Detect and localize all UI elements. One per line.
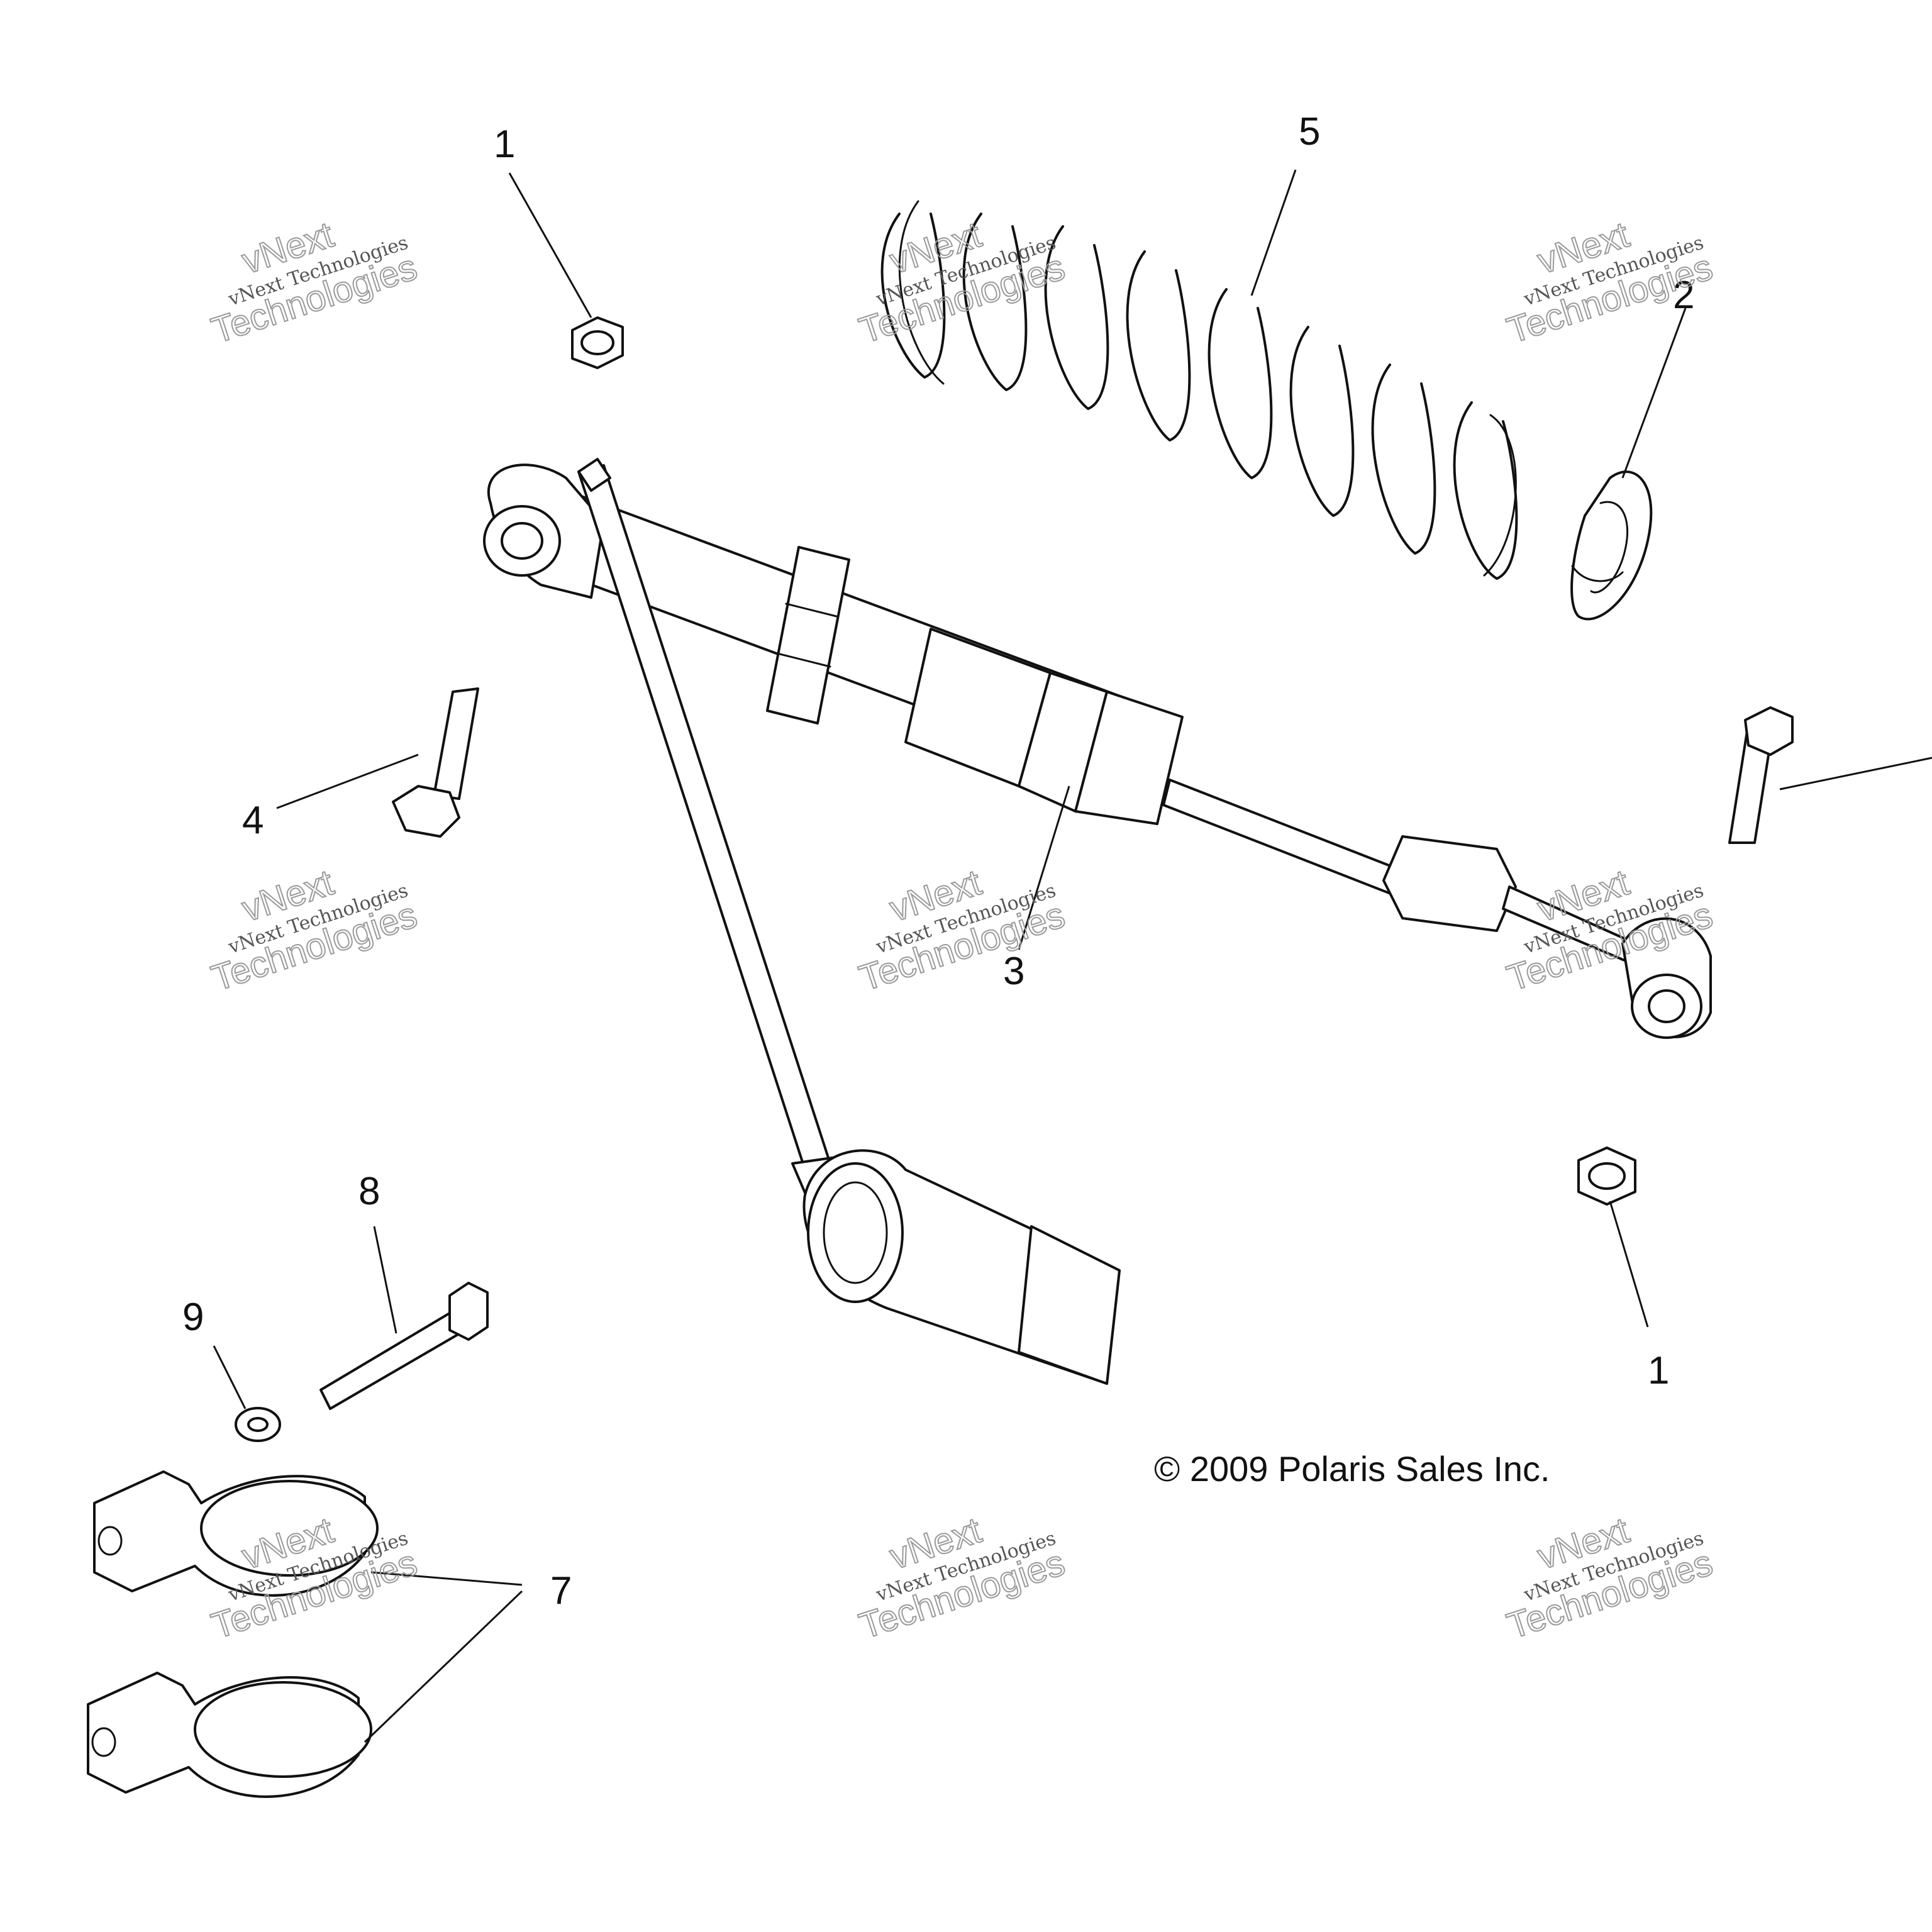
- mounting-bolt-left: [392, 687, 479, 838]
- watermark: vNext vNext Technologies Technologies: [206, 213, 423, 352]
- watermark: vNext vNext Technologies Technologies: [1502, 1509, 1718, 1647]
- callout-5: 5: [1299, 110, 1320, 153]
- hose-clamp-lower: [87, 1672, 372, 1798]
- watermark: vNext vNext Technologies Technologies: [1502, 213, 1718, 352]
- callout-labels: 1 5 2 4 3 8 9 1 7: [182, 110, 1694, 1613]
- lock-nut-top: [571, 316, 624, 369]
- callout-1-bottom: 1: [1648, 1349, 1669, 1392]
- copyright-notice: © 2009 Polaris Sales Inc.: [1154, 1449, 1550, 1489]
- long-bolt: [319, 1282, 489, 1410]
- coil-spring: [880, 200, 1518, 580]
- callout-2: 2: [1673, 274, 1694, 317]
- watermark: vNext vNext Technologies Technologies: [854, 861, 1070, 999]
- lower-eyelet: [1621, 917, 1712, 1039]
- remote-reservoir: [577, 458, 1121, 1385]
- shock-absorber: [483, 464, 1712, 1039]
- callout-7: 7: [550, 1569, 572, 1613]
- upper-eyelet: [483, 464, 605, 599]
- callout-1-top: 1: [494, 123, 515, 166]
- watermark: vNext vNext Technologies Technologies: [854, 213, 1070, 352]
- spring-retainer: [1570, 470, 1653, 621]
- callout-3: 3: [1003, 950, 1024, 993]
- washer: [235, 1407, 281, 1442]
- mounting-bolt-right: [1728, 706, 1794, 844]
- hose-clamp-upper: [93, 1470, 379, 1597]
- leader-lines: [213, 169, 1932, 1743]
- watermark: vNext vNext Technologies Technologies: [206, 861, 423, 999]
- watermark: vNext vNext Technologies Technologies: [854, 1509, 1070, 1647]
- callout-4: 4: [242, 799, 264, 842]
- lock-nut-bottom: [1577, 1146, 1636, 1206]
- callout-9: 9: [182, 1296, 204, 1339]
- callout-8: 8: [358, 1170, 380, 1213]
